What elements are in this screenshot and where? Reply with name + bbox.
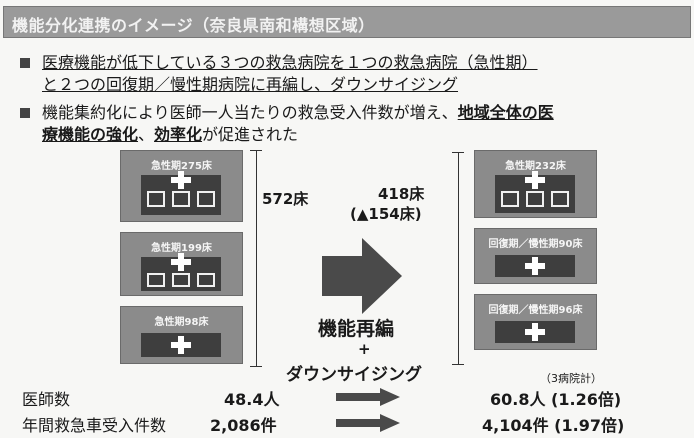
bullet-2-emphasis-a: 地域全体の医	[457, 103, 554, 122]
after-bracket	[458, 152, 459, 364]
stat-arrow-icon	[336, 414, 400, 432]
after-hospital-1-label: 急性期232床	[505, 161, 566, 172]
bracket-tick	[452, 152, 464, 153]
before-hospital-3-label: 急性期98床	[154, 317, 209, 328]
after-hospital-2-label: 回復期／慢性期90床	[488, 239, 583, 250]
before-bracket	[256, 150, 257, 366]
window-icon	[551, 191, 569, 207]
stat-before-doctors: 48.4人	[224, 390, 280, 409]
bullet-1-line-1: 医療機能が低下している３つの救急病院を１つの救急病院（急性期）	[42, 53, 538, 72]
hospital-building-icon	[495, 171, 575, 213]
hospital-building-icon	[495, 255, 575, 277]
bracket-tick	[452, 364, 464, 365]
hospital-building-icon	[141, 253, 221, 291]
before-hospital-card-3: 急性期98床	[120, 306, 243, 364]
window-icon	[172, 273, 190, 287]
window-icon	[501, 191, 519, 207]
stat-label-ambulance: 年間救急車受入件数	[22, 416, 167, 435]
hospital-building-icon	[141, 333, 221, 357]
center-text-downsizing: ダウンサイジング	[286, 365, 422, 385]
bracket-tick	[250, 150, 262, 151]
cross-icon	[525, 171, 545, 189]
center-plus: +	[358, 340, 371, 358]
slide-title-bar: 機能分化連携のイメージ（奈良県南和構想区域）	[3, 6, 691, 38]
before-hospital-1-label: 急性期275床	[151, 161, 212, 172]
after-hospital-card-2: 回復期／慢性期90床	[474, 228, 597, 284]
before-total-beds: 572床	[262, 190, 309, 208]
slide-title: 機能分化連携のイメージ（奈良県南和構想区域）	[12, 16, 375, 35]
stat-after-doctors: 60.8人 (1.26倍)	[490, 390, 622, 409]
window-icon	[147, 273, 165, 287]
bullet-square-icon	[20, 108, 30, 118]
bullet-2-line-1: 機能集約化により医師一人当たりの救急受入件数が増え、地域全体の医	[42, 102, 680, 124]
bullet-1: 医療機能が低下している３つの救急病院を１つの救急病院（急性期） と２つの回復期／…	[20, 52, 680, 96]
window-icon	[172, 191, 190, 207]
hospital-building-icon	[141, 171, 221, 215]
bullet-2-text-b: が促進された	[202, 125, 299, 144]
bullet-2: 機能集約化により医師一人当たりの救急受入件数が増え、地域全体の医 療機能の強化、…	[20, 102, 680, 146]
window-icon	[147, 191, 165, 207]
stat-arrow-icon	[336, 388, 400, 406]
bed-change: (▲154床)	[350, 205, 422, 223]
hospital-building-icon	[495, 321, 575, 343]
bullet-2-line-2: 療機能の強化、効率化が促進された	[42, 124, 680, 146]
bullet-1-line-2: と２つの回復期／慢性期病院に再編し、ダウンサイジング	[42, 75, 459, 94]
cross-icon	[171, 253, 191, 271]
bullet-2-emphasis-c: 効率化	[154, 125, 203, 144]
reorganize-arrow-icon	[322, 238, 402, 314]
bullet-2-emphasis-b: 療機能の強化	[42, 125, 139, 144]
after-hospital-card-1: 急性期232床	[474, 150, 597, 218]
three-hospital-total-note: （3病院計）	[540, 372, 602, 385]
before-hospital-card-2: 急性期199床	[120, 232, 243, 296]
cross-icon	[525, 257, 545, 275]
cross-icon	[171, 336, 191, 354]
after-total-beds: 418床	[378, 185, 425, 203]
after-hospital-card-3: 回復期／慢性期96床	[474, 294, 597, 350]
bullet-2-comma: 、	[138, 125, 155, 144]
center-text-reorganize: 機能再編	[318, 318, 395, 340]
before-hospital-card-1: 急性期275床	[120, 150, 243, 222]
stat-before-ambulance: 2,086件	[210, 416, 277, 435]
cross-icon	[525, 323, 545, 341]
bracket-tick	[250, 366, 262, 367]
before-hospital-2-label: 急性期199床	[151, 243, 212, 254]
stat-after-ambulance: 4,104件 (1.97倍)	[482, 416, 625, 435]
window-icon	[197, 191, 215, 207]
bullet-2-text-a: 機能集約化により医師一人当たりの救急受入件数が増え、	[42, 103, 458, 122]
stat-label-doctors: 医師数	[22, 390, 71, 409]
cross-icon	[171, 171, 191, 189]
after-hospital-3-label: 回復期／慢性期96床	[488, 305, 583, 316]
bullet-square-icon	[20, 58, 30, 68]
window-icon	[197, 273, 215, 287]
window-icon	[526, 191, 544, 207]
